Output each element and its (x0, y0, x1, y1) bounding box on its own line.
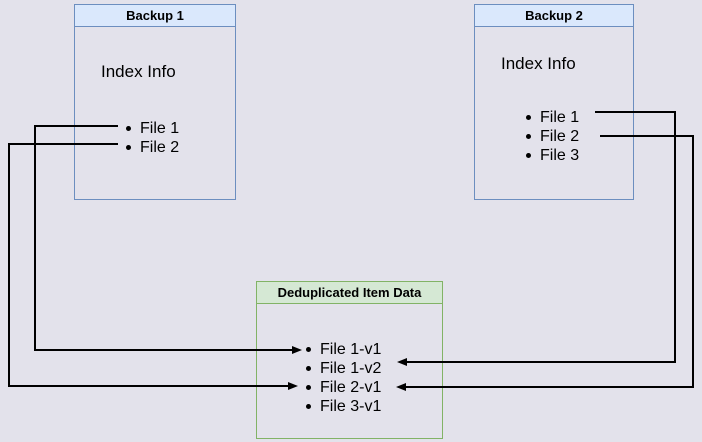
bullet-icon (126, 126, 131, 131)
item-label: File 1-v1 (320, 340, 382, 358)
list-item: File 1-v1 (306, 340, 381, 359)
backup1-index-info-label: Index Info (101, 62, 176, 81)
list-item: File 3 (526, 146, 579, 165)
bullet-icon (526, 134, 531, 139)
bullet-icon (306, 347, 311, 352)
list-item: File 2 (126, 138, 179, 157)
file-label: File 1 (540, 108, 580, 126)
file-label: File 2 (140, 138, 180, 156)
bullet-icon (526, 115, 531, 120)
file-label: File 3 (540, 146, 580, 164)
file-label: File 1 (140, 119, 180, 137)
backup1-header: Backup 1 (75, 5, 235, 27)
list-item: File 1 (126, 119, 179, 138)
backup2-file-list: File 1 File 2 File 3 (526, 108, 579, 165)
backup2-index-info-label: Index Info (501, 54, 576, 73)
list-item: File 2 (526, 127, 579, 146)
list-item: File 2-v1 (306, 378, 381, 397)
bullet-icon (126, 145, 131, 150)
list-item: File 3-v1 (306, 397, 381, 416)
item-label: File 1-v2 (320, 359, 382, 377)
list-item: File 1-v2 (306, 359, 381, 378)
list-item: File 1 (526, 108, 579, 127)
backup1-box: Backup 1 Index Info File 1 File 2 (74, 4, 236, 200)
bullet-icon (526, 153, 531, 158)
dedup-item-list: File 1-v1 File 1-v2 File 2-v1 File 3-v1 (306, 340, 381, 416)
dedup-box: Deduplicated Item Data File 1-v1 File 1-… (256, 281, 443, 439)
item-label: File 3-v1 (320, 397, 382, 415)
bullet-icon (306, 404, 311, 409)
item-label: File 2-v1 (320, 378, 382, 396)
bullet-icon (306, 385, 311, 390)
backup2-box: Backup 2 Index Info File 1 File 2 File 3 (474, 4, 634, 200)
file-label: File 2 (540, 127, 580, 145)
dedup-header: Deduplicated Item Data (257, 282, 442, 304)
backup1-file-list: File 1 File 2 (126, 119, 179, 157)
backup2-header: Backup 2 (475, 5, 633, 27)
bullet-icon (306, 366, 311, 371)
